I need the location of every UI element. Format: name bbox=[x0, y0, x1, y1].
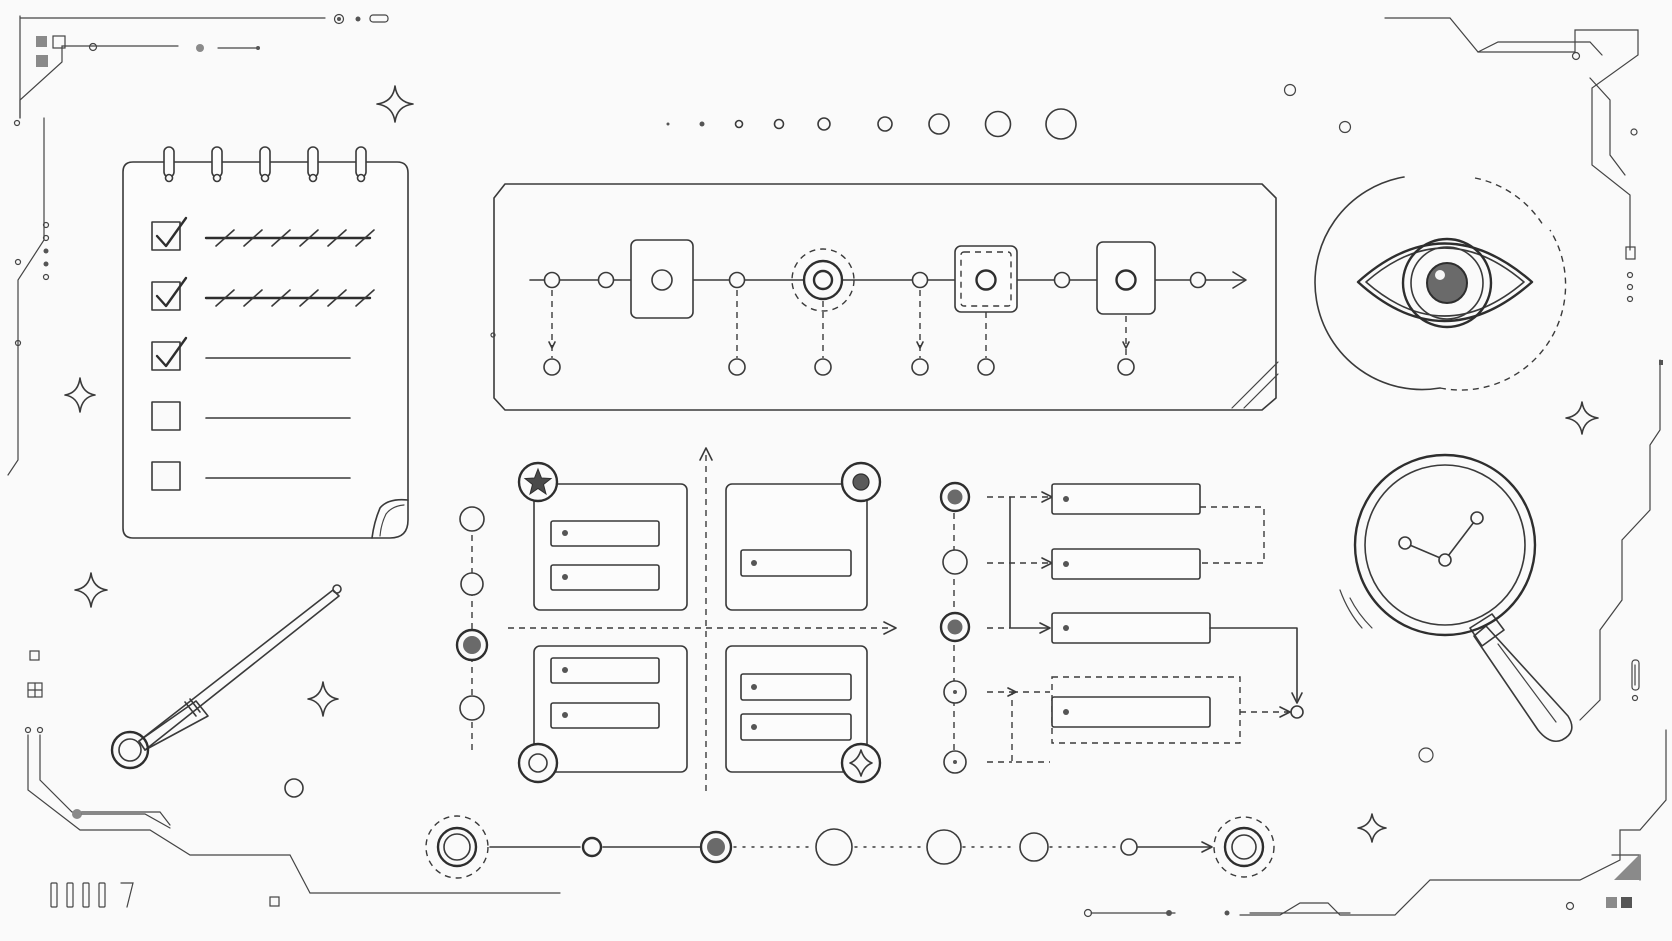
notepad-ring bbox=[355, 146, 367, 183]
magnifying-glass-icon bbox=[1339, 453, 1573, 743]
sparkle-icon bbox=[74, 572, 108, 608]
timeline-node bbox=[597, 271, 615, 289]
progress-dot bbox=[928, 113, 950, 135]
circuit-frame bbox=[7, 13, 1667, 918]
checklist-item bbox=[151, 216, 375, 251]
progress-dot bbox=[817, 117, 831, 131]
checkmark-icon bbox=[155, 336, 188, 368]
progress-dot bbox=[1045, 108, 1077, 140]
flow-diagram bbox=[939, 481, 1304, 774]
timeline-node bbox=[911, 271, 929, 376]
progress-dot bbox=[984, 110, 1012, 138]
progress-dot bbox=[666, 122, 670, 126]
checklist-item bbox=[151, 401, 351, 431]
checklist-item bbox=[151, 461, 351, 491]
badge-ring-icon bbox=[517, 742, 559, 784]
badge-dot-icon bbox=[840, 461, 882, 503]
notepad-ring bbox=[211, 146, 223, 183]
bottom-progress-row bbox=[425, 815, 1275, 879]
progress-dot bbox=[734, 119, 744, 129]
timeline-node bbox=[1053, 271, 1071, 289]
checkbox bbox=[151, 461, 181, 491]
sparkle-icon bbox=[376, 85, 414, 123]
quadrant-board bbox=[455, 447, 897, 791]
checkbox bbox=[151, 401, 181, 431]
sparkle-icon bbox=[64, 377, 96, 413]
timeline-node bbox=[543, 271, 561, 376]
checklist-rows bbox=[151, 216, 375, 491]
timeline-node bbox=[630, 239, 694, 319]
timeline-node bbox=[728, 271, 746, 376]
notepad-ring bbox=[163, 146, 175, 183]
checkmark-icon bbox=[155, 276, 188, 308]
timeline-nodes bbox=[543, 239, 1207, 376]
notepad-rings bbox=[163, 146, 367, 183]
pointer-stick-icon bbox=[110, 584, 342, 770]
progress-dot bbox=[699, 121, 705, 127]
checklist-item bbox=[151, 336, 351, 371]
sparkles bbox=[64, 85, 1599, 843]
notepad-ring bbox=[259, 146, 271, 183]
diamond-icon bbox=[840, 742, 882, 784]
timeline-panel bbox=[490, 183, 1279, 411]
checkmark-icon bbox=[155, 216, 188, 248]
sparkle-icon bbox=[1565, 401, 1599, 435]
strikethrough bbox=[215, 229, 375, 247]
notepad-ring bbox=[307, 146, 319, 183]
checklist-item bbox=[151, 276, 375, 311]
checklist-notepad-icon bbox=[122, 146, 409, 539]
top-dots-row bbox=[666, 108, 1077, 140]
timeline-node bbox=[954, 245, 1018, 376]
sparkle-icon bbox=[1357, 813, 1387, 843]
timeline-node bbox=[791, 248, 855, 376]
timeline-node bbox=[1096, 241, 1156, 376]
strikethrough bbox=[215, 289, 375, 307]
sparkle-icon bbox=[307, 681, 339, 717]
timeline-node bbox=[1189, 271, 1207, 289]
eye-icon bbox=[1314, 176, 1567, 391]
star-icon bbox=[517, 461, 559, 503]
progress-dot bbox=[877, 116, 893, 132]
progress-dot bbox=[773, 118, 785, 130]
